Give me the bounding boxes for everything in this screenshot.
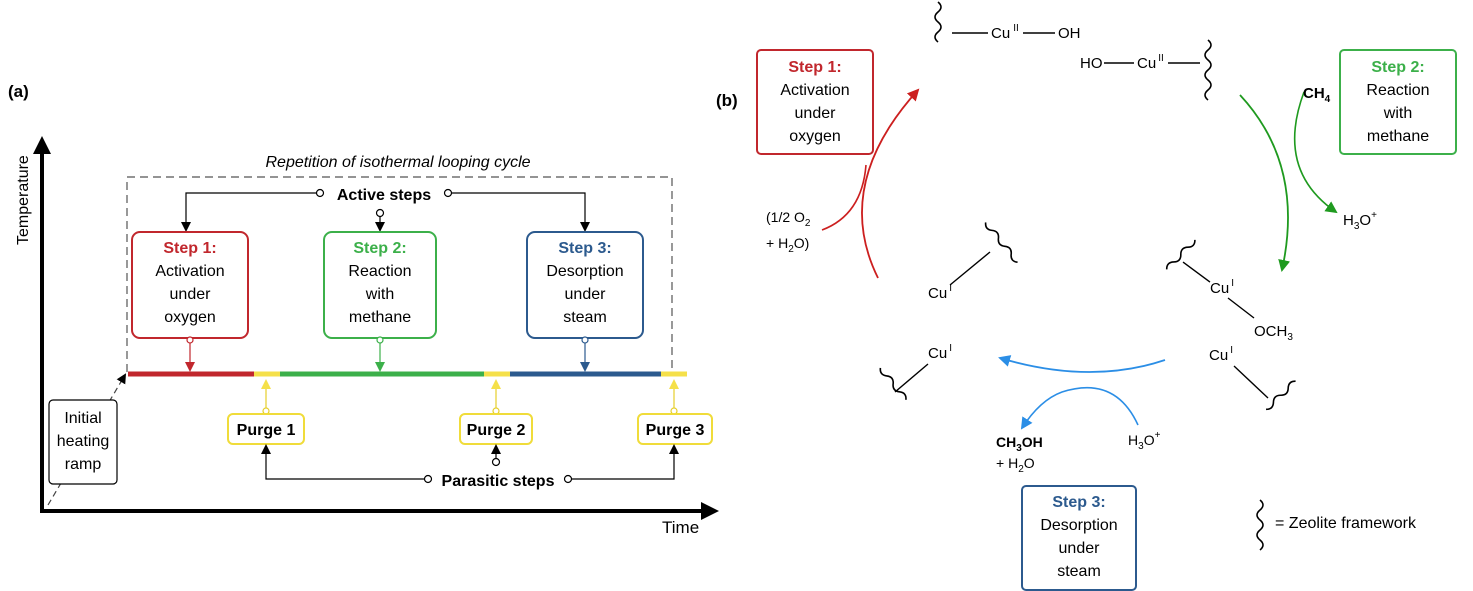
initial-ramp-line-3: ramp xyxy=(65,456,102,473)
b-step-1-line-1: Activation xyxy=(780,82,849,99)
step-1-line-3: oxygen xyxy=(164,309,216,326)
step-2-line-2: with xyxy=(365,286,394,303)
step-2-side-arrow xyxy=(1293,91,1338,214)
repetition-label: Repetition of isothermal looping cycle xyxy=(265,154,530,171)
o2-label: (1/2 O2 xyxy=(766,209,811,229)
step-3-line-1: Desorption xyxy=(546,263,623,280)
zeolite-legend-icon xyxy=(1256,499,1264,551)
h3o-right-label: H3O+ xyxy=(1343,210,1377,232)
h3o-bottom-label: H3O+ xyxy=(1128,430,1161,452)
zeolite-wavy-top-left xyxy=(934,1,942,43)
step-2-title: Step 2: xyxy=(353,240,406,257)
active-steps-label: Active steps xyxy=(337,187,431,204)
step-1-line-2: under xyxy=(170,286,212,303)
oh-label: OH xyxy=(1058,25,1081,42)
panel-b: (b) Step 1: Activation under oxygen Step… xyxy=(716,1,1457,591)
b-step-2-box xyxy=(1339,49,1457,155)
parasitic-steps-label: Parasitic steps xyxy=(442,473,555,490)
h2o-bottom-label: + H2O xyxy=(996,455,1035,475)
ho-label: HO xyxy=(1080,55,1103,72)
panel-a-label: (a) xyxy=(8,82,29,101)
b-step-2-line-3: methane xyxy=(1367,128,1429,145)
panel-b-label: (b) xyxy=(716,91,738,110)
b-step-3-box xyxy=(1021,485,1137,591)
b-step-3-title: Step 3: xyxy=(1052,494,1105,511)
legend-label: = Zeolite framework xyxy=(1275,515,1417,532)
step-2-line-3: methane xyxy=(349,309,411,326)
step-3-title: Step 3: xyxy=(558,240,611,257)
h2o-left-label: + H2O) xyxy=(766,235,809,255)
step-3-side-arrow xyxy=(1020,386,1139,430)
repetition-frame xyxy=(126,176,673,372)
initial-ramp-line-2: heating xyxy=(57,433,110,450)
b-step-1-line-2: under xyxy=(795,105,837,122)
active-arrow-1 xyxy=(181,192,316,232)
purge-2-label: Purge 2 xyxy=(467,422,526,439)
ch3oh-label: CH3OH xyxy=(996,434,1043,454)
x-axis-label: Time xyxy=(662,518,699,537)
active-arrow-3 xyxy=(452,192,590,232)
ch4-label: CH4 xyxy=(1303,85,1331,105)
step-1-side-arrow xyxy=(821,164,867,231)
step-3-line-2: under xyxy=(565,286,607,303)
step-1-main-arrow xyxy=(861,88,920,279)
zeolite-wavy-mid-right xyxy=(1165,239,1196,270)
step-1-title: Step 1: xyxy=(163,240,216,257)
initial-ramp-box xyxy=(48,399,118,485)
y-axis-label: Temperature xyxy=(15,155,32,245)
purge-1-label: Purge 1 xyxy=(237,422,296,439)
step-3-main-arrow xyxy=(998,355,1166,373)
b-step-2-title: Step 2: xyxy=(1371,59,1424,76)
zeolite-wavy-bottom-right xyxy=(1266,380,1296,411)
step-1-line-1: Activation xyxy=(155,263,224,280)
b-step-1-title: Step 1: xyxy=(788,59,841,76)
panel-a: (a) Temperature Time Initial heating ram… xyxy=(8,82,719,537)
zeolite-wavy-mid-left xyxy=(984,222,1018,264)
step-2-main-arrow xyxy=(1239,94,1290,272)
b-step-2-line-1: Reaction xyxy=(1366,82,1429,99)
b-step-1-box xyxy=(756,49,874,155)
och3-label: OCH3 xyxy=(1254,323,1293,343)
b-step-3-line-3: steam xyxy=(1057,563,1101,580)
b-step-3-line-2: under xyxy=(1059,540,1101,557)
b-step-1-line-3: oxygen xyxy=(789,128,841,145)
parasitic-arrow-3 xyxy=(572,444,679,480)
zeolite-wavy-bottom-left xyxy=(879,367,907,400)
b-step-2-line-2: with xyxy=(1383,105,1412,122)
initial-ramp-line-1: Initial xyxy=(64,410,101,427)
purge-3-label: Purge 3 xyxy=(646,422,705,439)
b-step-3-line-1: Desorption xyxy=(1040,517,1117,534)
step-3-line-3: steam xyxy=(563,309,607,326)
zeolite-wavy-top-right xyxy=(1204,39,1212,101)
parasitic-arrow-1 xyxy=(261,444,424,480)
step-2-line-1: Reaction xyxy=(348,263,411,280)
